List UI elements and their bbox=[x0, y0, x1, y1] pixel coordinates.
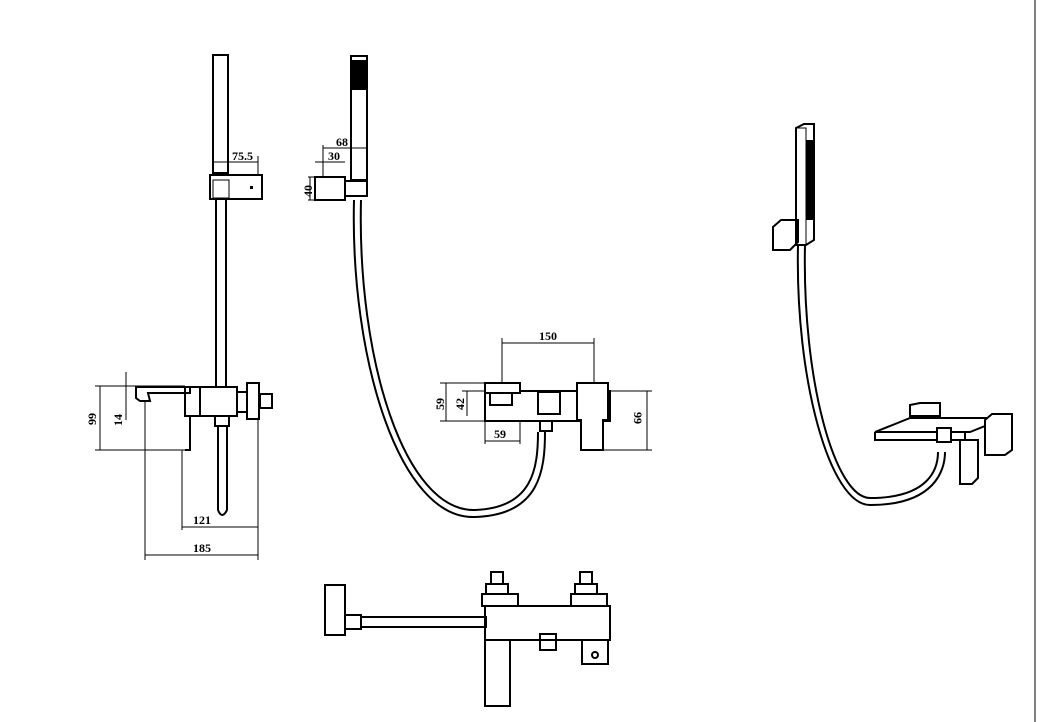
handle-knob bbox=[259, 393, 273, 409]
dim-150: 150 bbox=[539, 329, 557, 343]
lever bbox=[185, 416, 191, 451]
outlet-pipe bbox=[217, 426, 228, 516]
dim-75-5: 75.5 bbox=[232, 149, 253, 163]
top-view bbox=[324, 571, 611, 707]
top-nut-left bbox=[481, 593, 519, 607]
dim-30: 30 bbox=[328, 149, 340, 163]
dim-99-front: 99 bbox=[631, 412, 645, 424]
top-nut-right bbox=[570, 593, 608, 607]
dim-14: 14 bbox=[111, 414, 125, 426]
handle-front bbox=[576, 382, 609, 451]
iso-view bbox=[772, 123, 1013, 507]
mixer-body bbox=[199, 386, 238, 417]
top-pipe bbox=[360, 616, 487, 628]
dim-185: 185 bbox=[193, 541, 211, 555]
dim-99-side: 99 bbox=[85, 413, 99, 425]
iso-hose bbox=[796, 244, 946, 507]
dim-68: 68 bbox=[336, 135, 348, 149]
side-view: 75.5 99 14 121 185 bbox=[85, 54, 273, 560]
front-view: 68 30 40 150 59 42 59 99 bbox=[301, 55, 652, 519]
dim-40: 40 bbox=[301, 185, 315, 197]
dim-42: 42 bbox=[453, 398, 467, 410]
shower-holder bbox=[314, 176, 346, 201]
iso-handle bbox=[959, 439, 979, 485]
dim-59-vertical: 59 bbox=[433, 398, 447, 410]
spout bbox=[135, 386, 191, 402]
top-wall-plate bbox=[324, 584, 346, 636]
iso-holder bbox=[772, 219, 799, 251]
slide-rail bbox=[215, 198, 227, 388]
dim-59-horizontal: 59 bbox=[494, 427, 506, 441]
dim-121: 121 bbox=[193, 513, 211, 527]
rail-bracket bbox=[209, 174, 263, 200]
slide-rail-top bbox=[212, 54, 229, 174]
top-mixer-body bbox=[484, 605, 611, 641]
shower-hose bbox=[352, 199, 546, 519]
